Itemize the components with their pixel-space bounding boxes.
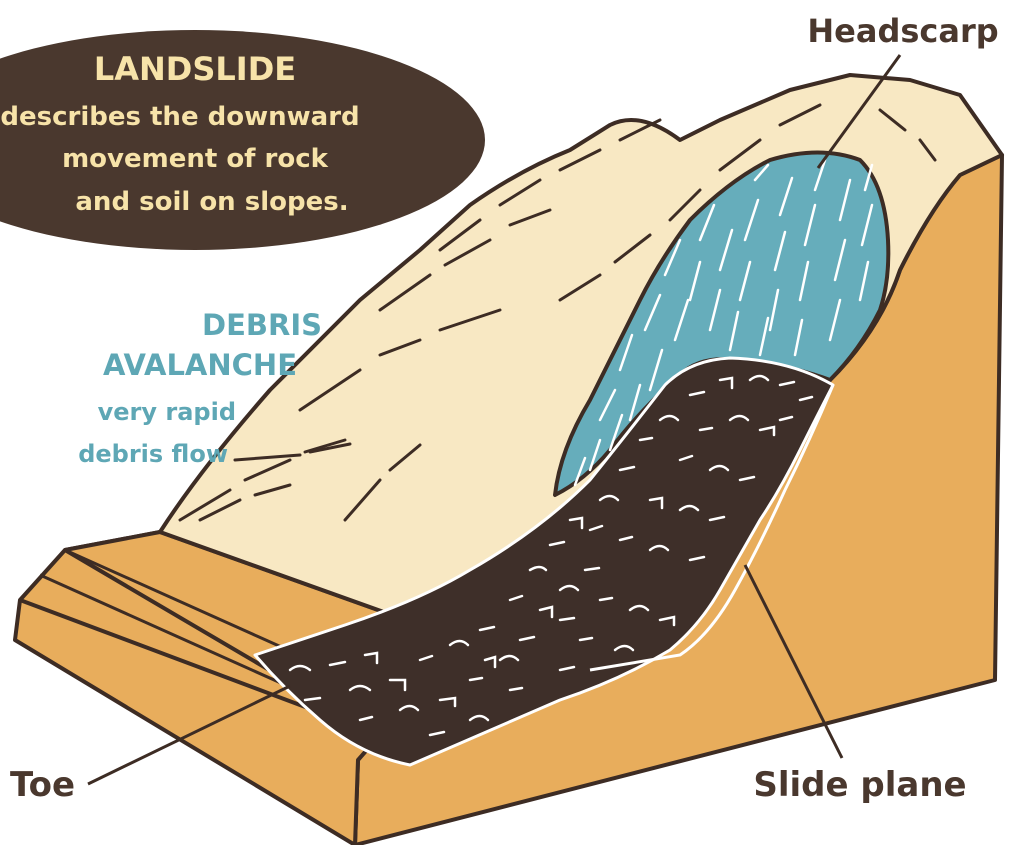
toe-label: Toe	[10, 765, 75, 805]
callout-line-2: movement of rock	[62, 144, 329, 174]
debris-desc-line-2: debris flow	[78, 440, 228, 468]
debris-title-line-1: DEBRIS	[202, 308, 322, 342]
callout-title: LANDSLIDE	[94, 50, 296, 88]
debris-desc-line-1: very rapid	[98, 398, 236, 426]
headscarp-label: Headscarp	[807, 12, 998, 50]
slide-plane-label: Slide plane	[753, 765, 966, 805]
callout-line-1: describes the downward	[0, 102, 359, 132]
callout-line-3: and soil on slopes.	[75, 187, 348, 217]
debris-title-line-2: AVALANCHE	[103, 348, 297, 382]
